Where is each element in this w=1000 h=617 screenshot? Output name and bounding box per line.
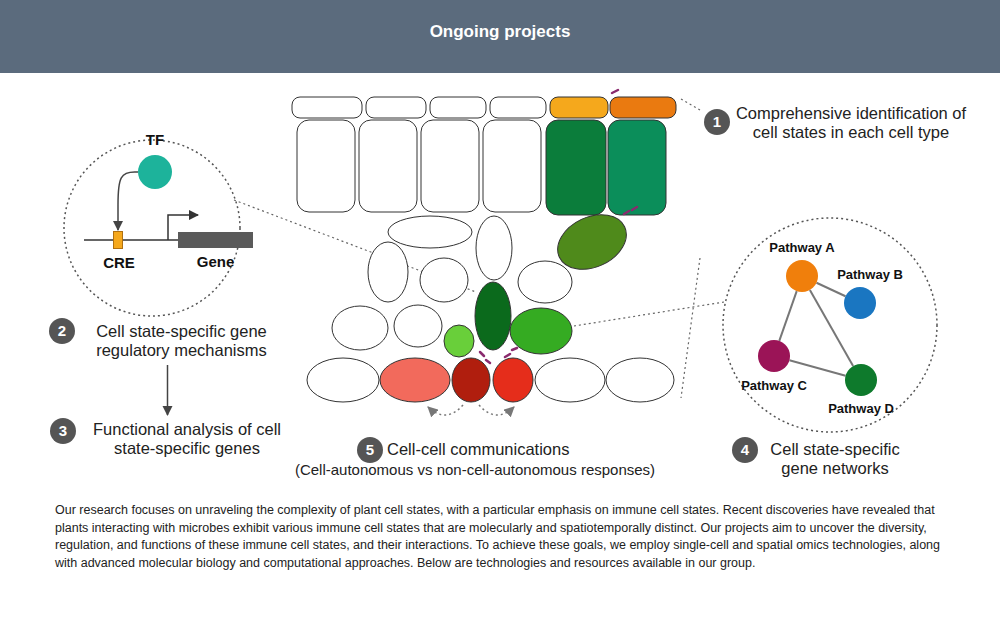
pathway-node: Pathway B — [844, 287, 876, 319]
epidermis-cell — [490, 97, 546, 118]
arrow-connector — [118, 172, 138, 230]
mesophyll-cell — [444, 325, 474, 357]
gene-box: Gene — [178, 232, 253, 248]
epidermis-cell — [493, 358, 533, 402]
leader-line — [574, 302, 724, 326]
mesophyll-cell — [420, 258, 468, 302]
mesophyll-cell — [475, 282, 511, 350]
dna-strand — [84, 239, 180, 241]
network-link — [817, 283, 846, 296]
pathway-node: Pathway D — [845, 364, 877, 396]
mesophyll-cell — [332, 306, 388, 350]
mesophyll-cell — [388, 216, 472, 248]
arrow-connector — [167, 365, 169, 415]
project-item: 3Functional analysis of cell state-speci… — [50, 418, 294, 460]
node-label: TF — [125, 130, 185, 149]
epidermis-cell — [307, 358, 379, 402]
epidermis-cell — [292, 97, 362, 118]
cre-box: CRE — [113, 231, 123, 249]
microbe — [480, 352, 484, 356]
callout-number: 1 — [704, 109, 730, 135]
epidermis-cell — [550, 97, 608, 118]
project-item: 5Cell-cell communications(Cell-autonomou… — [300, 437, 677, 481]
mesophyll-cell — [476, 216, 512, 280]
mesophyll-cell — [368, 242, 408, 302]
microbe — [612, 90, 618, 93]
node-label: Pathway D — [821, 399, 901, 418]
epidermis-cell — [452, 358, 490, 402]
microbe — [512, 348, 517, 350]
callout-number: 2 — [49, 318, 75, 344]
item-text: Comprehensive identification of cell sta… — [732, 104, 970, 142]
project-item: 1Comprehensive identification of cell st… — [704, 104, 972, 144]
microbe — [505, 354, 510, 357]
project-item: 2Cell state-specific gene regulatory mec… — [49, 318, 286, 362]
node-label: Gene — [183, 252, 248, 271]
microbes — [480, 90, 637, 363]
callout-number: 3 — [50, 418, 76, 444]
node-label: Pathway A — [762, 238, 842, 257]
zoom-circle — [64, 140, 240, 316]
leader-line — [681, 99, 700, 110]
node-label: Pathway B — [830, 265, 910, 284]
microbe — [486, 360, 490, 363]
palisade-cell — [297, 120, 355, 212]
epidermis-cell — [610, 97, 676, 118]
network-link — [789, 360, 845, 375]
signal-arrow — [428, 405, 463, 415]
item-text: (Cell-autonomous vs non-cell-autonomous … — [275, 460, 675, 479]
tf-circle: TF — [138, 155, 172, 189]
callout-number: 5 — [357, 437, 383, 463]
palisade-cell — [359, 120, 417, 212]
item-text: Cell state-specific gene regulatory mech… — [79, 322, 284, 360]
microbe — [632, 207, 637, 210]
node-label: CRE — [94, 253, 144, 272]
epidermis-cell — [535, 358, 605, 402]
leader-lines — [234, 99, 724, 398]
pathway-node: Pathway A — [786, 260, 818, 292]
mesophyll-cell — [549, 204, 635, 280]
mesophyll-cell — [510, 308, 572, 354]
zoom-circle — [723, 218, 937, 432]
epidermis-cell — [366, 97, 426, 118]
palisade-cell — [483, 120, 541, 212]
microbe — [624, 211, 629, 214]
signal-arrow — [479, 405, 514, 415]
item-text: Cell-cell communications — [387, 440, 569, 459]
palisade-cell — [546, 120, 606, 215]
leader-line — [681, 258, 700, 398]
palisade-cell — [421, 120, 479, 212]
epidermis-cell — [380, 358, 450, 402]
network-link — [779, 291, 796, 341]
palisade-cell — [608, 120, 666, 215]
mesophyll-cell — [518, 261, 572, 303]
epidermis-cell — [606, 358, 674, 402]
item-text: Functional analysis of cell state-specif… — [82, 420, 292, 458]
cells — [292, 97, 676, 402]
item-text: Cell state-specific gene networks — [760, 440, 910, 478]
node-label: Pathway C — [734, 376, 814, 395]
page-title: Ongoing projects — [0, 0, 1000, 42]
project-item: 4Cell state-specific gene networks — [732, 437, 912, 480]
header-bar: Ongoing projects — [0, 0, 1000, 73]
callout-number: 4 — [732, 437, 758, 463]
caption: Our research focuses on unraveling the c… — [55, 502, 947, 572]
mesophyll-cell — [394, 305, 442, 347]
epidermis-cell — [430, 97, 486, 118]
pathway-node: Pathway C — [758, 340, 790, 372]
